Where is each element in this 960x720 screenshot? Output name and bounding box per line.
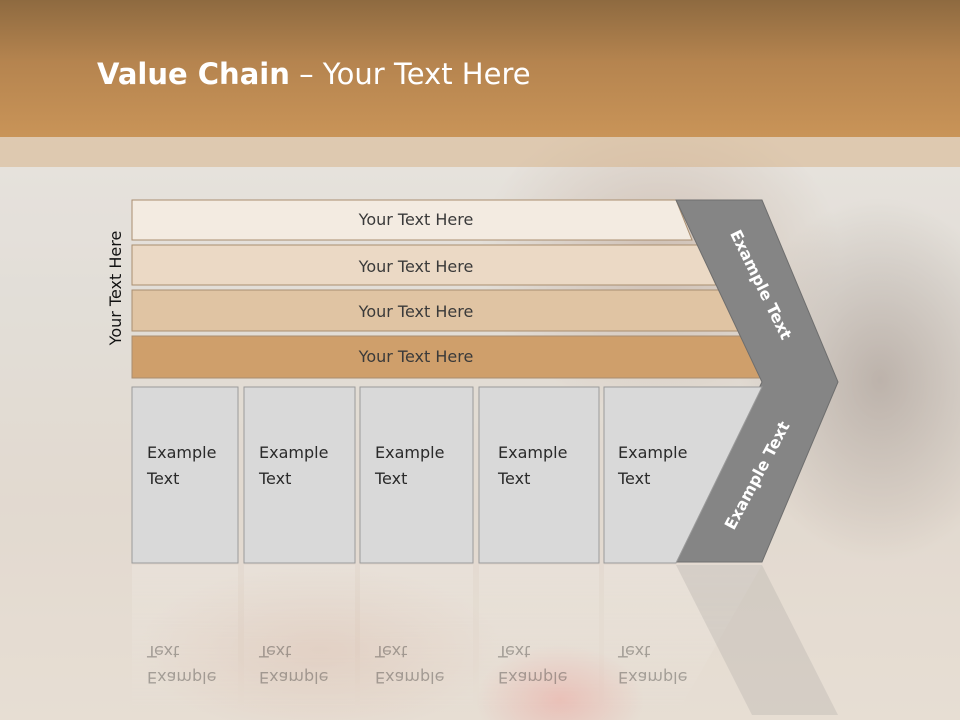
activity-2-line1: Example xyxy=(259,443,328,462)
title-bold-text: Value Chain xyxy=(97,57,290,91)
support-row-2-label: Your Text Here xyxy=(358,257,474,276)
activity-3-line2: Text xyxy=(374,469,407,488)
support-row-3-label: Your Text Here xyxy=(358,302,474,321)
slide-title[interactable]: Value Chain – Your Text Here xyxy=(97,54,531,94)
support-row-1[interactable] xyxy=(131,199,693,241)
support-row-4-label: Your Text Here xyxy=(358,347,474,366)
reflection-text-4b: Text xyxy=(497,642,530,661)
activity-box-5[interactable] xyxy=(603,386,763,564)
activity-2-line2: Text xyxy=(258,469,291,488)
reflection-text-3b: Text xyxy=(374,642,407,661)
reflection-text-2: Example xyxy=(259,668,328,687)
activity-1-line2: Text xyxy=(146,469,179,488)
support-rows: Your Text Here Your Text Here Your Text … xyxy=(131,199,765,379)
margin-arrow-shape[interactable] xyxy=(675,199,839,563)
activity-5-line1: Example xyxy=(618,443,687,462)
title-bar-strip xyxy=(0,137,960,167)
reflection-text-3: Example xyxy=(375,668,444,687)
title-rest-text: – Your Text Here xyxy=(289,57,531,91)
reflection-text-1b: Text xyxy=(146,642,179,661)
reflection-text-4: Example xyxy=(498,668,567,687)
activity-3-line1: Example xyxy=(375,443,444,462)
reflection-text-1: Example xyxy=(147,668,216,687)
activity-box-2[interactable] xyxy=(243,386,356,564)
activity-5-line2: Text xyxy=(617,469,650,488)
activity-1-line1: Example xyxy=(147,443,216,462)
activity-box-4[interactable] xyxy=(478,386,600,564)
activity-box-3[interactable] xyxy=(359,386,474,564)
support-row-1-label: Your Text Here xyxy=(358,210,474,229)
reflection-text-5: Example xyxy=(618,668,687,687)
diagram-reflection: Example Text Example Text Example Text E… xyxy=(132,565,838,715)
activity-box-1[interactable] xyxy=(131,386,239,564)
reflection-text-5b: Text xyxy=(617,642,650,661)
activity-4-line1: Example xyxy=(498,443,567,462)
activity-4-line2: Text xyxy=(497,469,530,488)
primary-activities: Example Text Example Text Example Text E… xyxy=(131,386,763,564)
reflection-text-2b: Text xyxy=(258,642,291,661)
title-bar xyxy=(0,0,960,137)
